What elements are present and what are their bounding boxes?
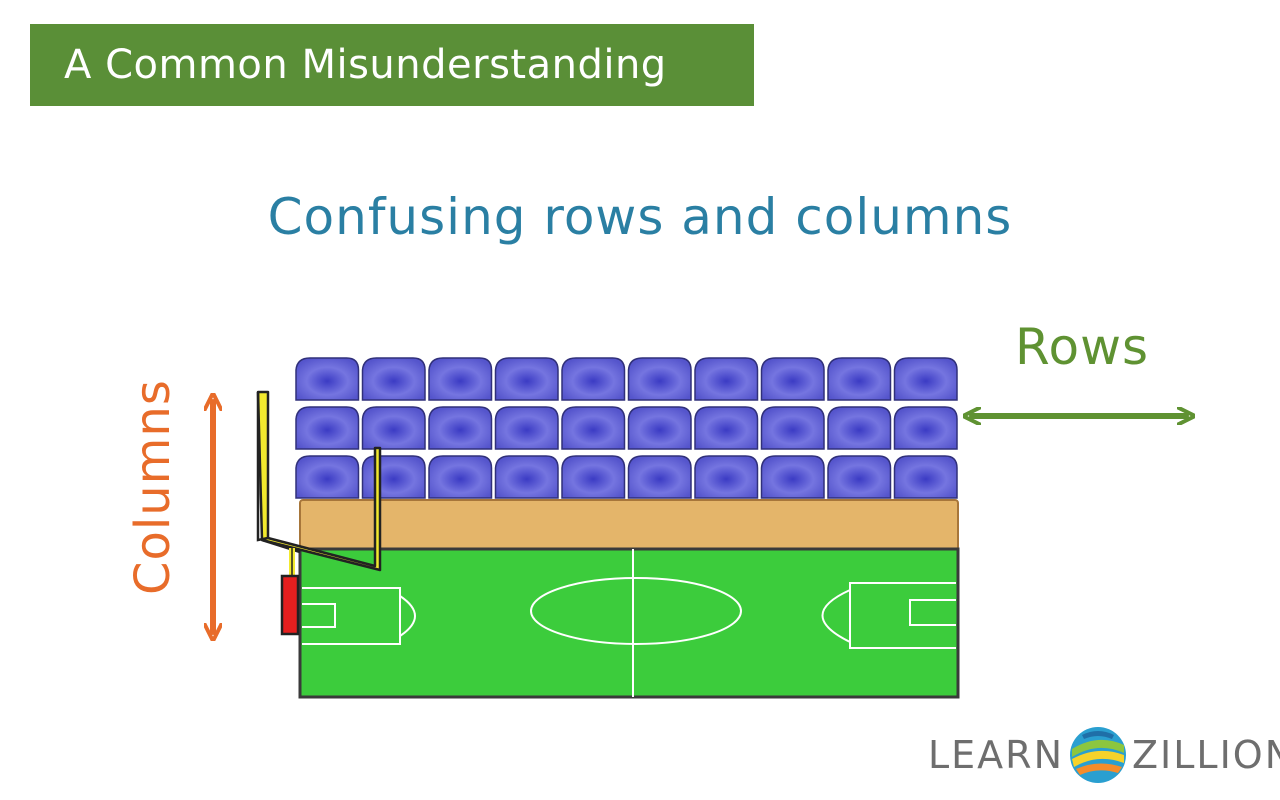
stadium-seat xyxy=(295,357,360,401)
stadium-seat xyxy=(428,406,493,450)
stadium-seat xyxy=(694,357,759,401)
stand-ledge xyxy=(299,499,959,551)
columns-label: Columns xyxy=(125,379,181,595)
stadium-seat xyxy=(827,406,892,450)
stadium-seat xyxy=(361,455,426,499)
stadium-seat xyxy=(893,406,958,450)
banner-title: A Common Misunderstanding xyxy=(64,42,667,88)
stadium-seat xyxy=(694,455,759,499)
stadium-seat xyxy=(428,455,493,499)
stadium-seat xyxy=(627,455,692,499)
stadium-seat xyxy=(760,357,825,401)
stadium-seat xyxy=(561,357,626,401)
slide-subtitle: Confusing rows and columns xyxy=(267,188,1013,246)
stadium-seat xyxy=(295,406,360,450)
stadium-seat xyxy=(827,455,892,499)
stadium-seat xyxy=(694,406,759,450)
stadium-seat xyxy=(827,357,892,401)
stadium-seat xyxy=(428,357,493,401)
stadium-seat xyxy=(295,455,360,499)
stadium-seat xyxy=(561,406,626,450)
soccer-field xyxy=(298,547,960,699)
learnzillion-logo: LEARN ZILLION xyxy=(928,722,1280,788)
stadium-seat xyxy=(561,455,626,499)
stadium-seat xyxy=(361,357,426,401)
stadium-seat xyxy=(494,406,559,450)
logo-text-right: ZILLION xyxy=(1132,733,1280,777)
goalpost xyxy=(256,390,382,636)
logo-text-left: LEARN xyxy=(928,733,1065,777)
rows-label: Rows xyxy=(1015,318,1150,376)
learnzillion-swirl-icon xyxy=(1070,727,1127,783)
stadium-seat xyxy=(627,406,692,450)
stadium-seats xyxy=(295,357,958,499)
stadium-seat xyxy=(627,357,692,401)
stadium-seat xyxy=(760,406,825,450)
stadium-seat xyxy=(494,455,559,499)
stadium-seat xyxy=(893,357,958,401)
stadium-seat xyxy=(361,406,426,450)
stadium-seat xyxy=(893,455,958,499)
stadium-seat xyxy=(494,357,559,401)
stadium-seat xyxy=(760,455,825,499)
title-banner: A Common Misunderstanding xyxy=(30,24,754,106)
